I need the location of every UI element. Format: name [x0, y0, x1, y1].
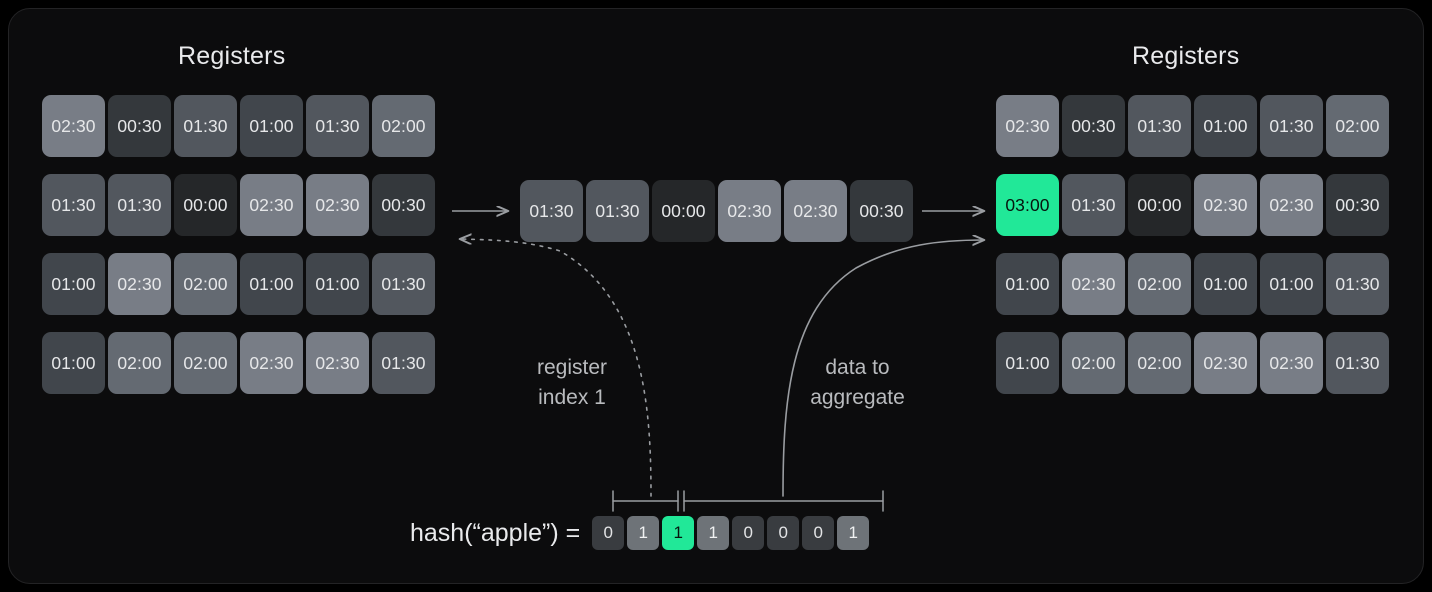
extracted-register-cell: 01:30 [586, 180, 649, 242]
hash-bit: 0 [767, 516, 800, 550]
register-cell: 00:30 [372, 174, 435, 236]
register-cell: 02:30 [1260, 174, 1323, 236]
register-cell: 02:30 [996, 95, 1059, 157]
register-cell: 02:30 [306, 174, 369, 236]
register-cell: 02:30 [42, 95, 105, 157]
register-cell: 00:00 [174, 174, 237, 236]
extracted-register-cell: 02:30 [718, 180, 781, 242]
register-cell: 01:00 [42, 332, 105, 394]
register-cell: 02:00 [174, 253, 237, 315]
register-cell: 01:30 [1062, 174, 1125, 236]
register-cell: 00:30 [1062, 95, 1125, 157]
extracted-register-cell: 01:30 [520, 180, 583, 242]
hash-label: hash(“apple”) = [410, 518, 581, 547]
register-cell: 01:30 [1128, 95, 1191, 157]
register-cell: 02:30 [306, 332, 369, 394]
register-cell: 01:00 [996, 253, 1059, 315]
hash-bit: 0 [592, 516, 625, 550]
register-cell: 02:30 [108, 253, 171, 315]
register-cell: 01:00 [240, 95, 303, 157]
extracted-register-cell: 02:30 [784, 180, 847, 242]
register-cell: 01:00 [42, 253, 105, 315]
register-cell: 01:30 [1326, 253, 1389, 315]
register-cell: 00:00 [1128, 174, 1191, 236]
register-cell: 01:00 [240, 253, 303, 315]
register-cell: 02:00 [174, 332, 237, 394]
register-cell: 02:30 [1194, 332, 1257, 394]
register-cell: 01:00 [306, 253, 369, 315]
register-cell: 01:00 [1260, 253, 1323, 315]
register-cell: 01:30 [1260, 95, 1323, 157]
register-cell: 02:00 [1326, 95, 1389, 157]
register-cell: 01:30 [108, 174, 171, 236]
register-cell: 01:00 [1194, 95, 1257, 157]
register-cell: 00:30 [108, 95, 171, 157]
register-cell: 02:30 [1062, 253, 1125, 315]
hash-bit: 0 [802, 516, 835, 550]
register-cell: 01:30 [1326, 332, 1389, 394]
hash-bit: 1 [837, 516, 870, 550]
register-cell: 02:00 [372, 95, 435, 157]
hash-bit: 1 [697, 516, 730, 550]
panel-title-left: Registers [178, 42, 286, 70]
panel-title-right: Registers [1132, 42, 1240, 70]
caption-register-index: register index 1 [536, 356, 608, 409]
register-cell: 02:30 [1194, 174, 1257, 236]
register-cell: 02:00 [1128, 332, 1191, 394]
register-cell: 01:30 [174, 95, 237, 157]
register-cell: 00:30 [1326, 174, 1389, 236]
extracted-register-cell: 00:30 [850, 180, 913, 242]
hash-bit-highlighted: 1 [662, 516, 695, 550]
register-cell: 02:30 [240, 332, 303, 394]
hash-bit: 0 [732, 516, 765, 550]
register-cell-highlighted: 03:00 [996, 174, 1059, 236]
register-cell: 01:30 [42, 174, 105, 236]
register-cell: 02:00 [1128, 253, 1191, 315]
register-cell: 01:30 [372, 332, 435, 394]
register-cell: 02:00 [1062, 332, 1125, 394]
register-cell: 01:30 [372, 253, 435, 315]
extracted-register-cell: 00:00 [652, 180, 715, 242]
register-cell: 01:00 [1194, 253, 1257, 315]
hash-bit: 1 [627, 516, 660, 550]
register-cell: 02:30 [1260, 332, 1323, 394]
register-cell: 01:00 [996, 332, 1059, 394]
register-cell: 01:30 [306, 95, 369, 157]
caption-data-to-aggregate: data to aggregate [810, 356, 905, 409]
register-cell: 02:30 [240, 174, 303, 236]
register-cell: 02:00 [108, 332, 171, 394]
